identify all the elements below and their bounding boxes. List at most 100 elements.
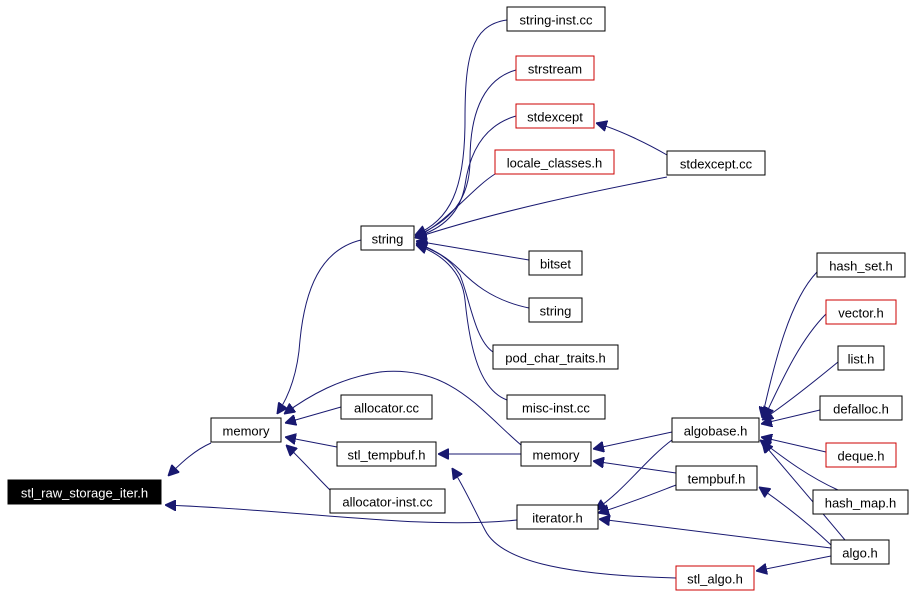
- node-label: allocator.cc: [354, 401, 420, 416]
- edge-allocator_inst-to-memory1: [286, 445, 331, 491]
- node-label: stl_tempbuf.h: [347, 448, 425, 463]
- node-memory2[interactable]: memory: [520, 441, 592, 467]
- edge-arrow: [762, 361, 839, 420]
- node-label: bitset: [540, 257, 571, 272]
- node-string1[interactable]: string: [360, 225, 415, 251]
- node-box: [675, 465, 758, 491]
- edge-arrow: [761, 409, 821, 424]
- node-string-inst[interactable]: string-inst.cc: [506, 6, 606, 32]
- node-algobase[interactable]: algobase.h: [671, 417, 760, 443]
- node-strstream[interactable]: strstream: [515, 55, 595, 81]
- edge-algo_h-to-iterator_h: [599, 519, 832, 549]
- node-box: [528, 297, 583, 323]
- node-label: memory: [533, 448, 580, 463]
- edge-defalloc-to-algobase: [761, 409, 821, 424]
- node-box: [812, 489, 909, 515]
- node-label: stl_algo.h: [687, 572, 743, 587]
- node-allocator-cc[interactable]: allocator.cc: [340, 394, 433, 420]
- node-label: stdexcept: [527, 110, 583, 125]
- node-label: algo.h: [842, 546, 877, 561]
- edge-arrow: [593, 431, 673, 449]
- edge-stl_tempbuf-to-memory1: [285, 437, 338, 448]
- edge-arrow: [416, 245, 508, 401]
- node-stdexcept[interactable]: stdexcept: [515, 103, 595, 129]
- node-defalloc[interactable]: defalloc.h: [819, 395, 903, 421]
- node-stl-algo[interactable]: stl_algo.h: [675, 565, 755, 591]
- edge-stl_algo-to-stl_tempbuf: [452, 468, 677, 579]
- node-string2[interactable]: string: [528, 297, 583, 323]
- edge-arrow: [286, 445, 331, 491]
- edge-pod_char_traits-to-string1: [416, 244, 494, 353]
- edge-deque_h-to-algobase: [761, 437, 827, 453]
- edge-tempbuf-to-memory2: [593, 461, 677, 474]
- node-memory1[interactable]: memory: [210, 417, 282, 443]
- node-deque-h[interactable]: deque.h: [825, 442, 897, 468]
- node-label: iterator.h: [532, 511, 583, 526]
- edge-memory1-to-root: [168, 442, 212, 476]
- edge-string1-to-memory1: [277, 239, 362, 414]
- node-box: [520, 441, 592, 467]
- edge-arrow: [596, 123, 668, 156]
- edge-arrow: [285, 406, 342, 423]
- node-tempbuf[interactable]: tempbuf.h: [675, 465, 758, 491]
- edge-stdexcept-to-string1: [415, 115, 517, 237]
- node-box: [825, 442, 897, 468]
- node-vector-h[interactable]: vector.h: [825, 299, 897, 325]
- edge-algobase-to-iterator_h: [595, 439, 673, 510]
- node-label: defalloc.h: [833, 402, 889, 417]
- edge-algo_h-to-stl_algo: [756, 555, 832, 571]
- node-misc-inst[interactable]: misc-inst.cc: [506, 394, 606, 420]
- node-box: [666, 150, 766, 176]
- node-box: [494, 149, 615, 175]
- node-hash-set[interactable]: hash_set.h: [816, 252, 906, 278]
- node-hash-map[interactable]: hash_map.h: [812, 489, 909, 515]
- node-stdexcept-cc[interactable]: stdexcept.cc: [666, 150, 766, 176]
- edge-stdexcept_cc-to-stdexcept: [596, 123, 668, 156]
- node-algo-h[interactable]: algo.h: [830, 539, 890, 565]
- node-box: [340, 394, 433, 420]
- edge-arrow: [415, 19, 508, 235]
- node-iterator-h[interactable]: iterator.h: [516, 504, 599, 530]
- node-box: [675, 565, 755, 591]
- node-label: list.h: [848, 352, 875, 367]
- edge-arrow: [416, 244, 494, 353]
- node-label: deque.h: [838, 449, 885, 464]
- edges-layer: [165, 19, 846, 579]
- node-box: [515, 55, 595, 81]
- node-box: [515, 103, 595, 129]
- edge-vector_h-to-algobase: [764, 313, 827, 418]
- node-box: [7, 479, 162, 505]
- node-box: [506, 394, 606, 420]
- node-bitset[interactable]: bitset: [528, 250, 583, 276]
- node-box: [819, 395, 903, 421]
- node-label: string: [372, 232, 404, 247]
- node-label: algobase.h: [684, 424, 748, 439]
- node-allocator-inst[interactable]: allocator-inst.cc: [329, 488, 446, 514]
- edge-arrow: [759, 487, 832, 546]
- node-box: [336, 441, 437, 467]
- node-root[interactable]: stl_raw_storage_iter.h: [7, 479, 162, 505]
- edge-stdexcept_cc-to-string1: [415, 176, 668, 238]
- edge-arrow: [762, 271, 818, 418]
- node-label: strstream: [528, 62, 582, 77]
- node-box: [528, 250, 583, 276]
- node-box: [816, 252, 906, 278]
- node-label: misc-inst.cc: [522, 401, 590, 416]
- edge-algobase-to-memory2: [593, 431, 673, 449]
- node-box: [506, 6, 606, 32]
- edge-arrow: [415, 115, 517, 237]
- node-stl-tempbuf[interactable]: stl_tempbuf.h: [336, 441, 437, 467]
- node-locale-classes[interactable]: locale_classes.h: [494, 149, 615, 175]
- node-label: locale_classes.h: [507, 156, 602, 171]
- node-label: allocator-inst.cc: [342, 495, 433, 510]
- node-box: [360, 225, 415, 251]
- edge-misc_inst-to-string1: [416, 245, 508, 401]
- edge-strstream-to-string1: [415, 69, 517, 236]
- edge-arrow: [285, 437, 338, 448]
- edge-arrow: [415, 69, 517, 236]
- edge-arrow: [277, 239, 362, 414]
- node-pod-char-traits[interactable]: pod_char_traits.h: [492, 344, 619, 370]
- edge-string_inst-to-string1: [415, 19, 508, 235]
- node-list-h[interactable]: list.h: [837, 345, 885, 371]
